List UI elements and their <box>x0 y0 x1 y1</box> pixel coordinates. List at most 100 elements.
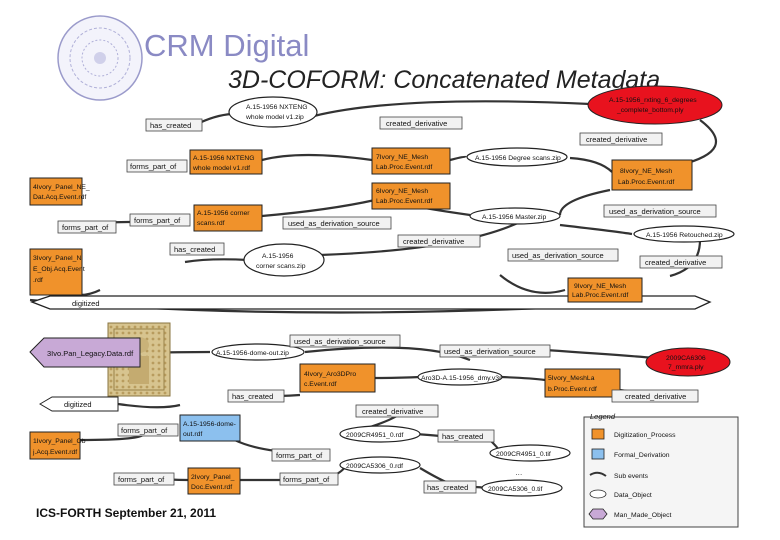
process-corner-rdf[interactable] <box>193 204 263 232</box>
edge-red-to-mesh8 <box>679 119 718 167</box>
edge-red-to-nxteng <box>313 100 591 118</box>
legend-item: Digitization_Process <box>614 432 676 439</box>
digitized-node-top[interactable]: digitized <box>30 295 712 310</box>
label-used-as-derivation-source: used_as_derivation_source <box>444 347 536 356</box>
process-dig4[interactable] <box>29 177 83 206</box>
corner-zip-line2: corner scans.zip <box>256 263 306 270</box>
label-forms-part-of: forms_part_of <box>130 162 177 171</box>
edge-mesh7-scans <box>449 155 467 162</box>
edge-master-retouched <box>559 223 633 236</box>
master-zip-label: A.15-1956 Master.zip <box>482 214 546 221</box>
process-meshlab[interactable] <box>544 368 621 398</box>
edge-label-box <box>145 118 203 132</box>
obj1-line1: 1Ivory_Panel_Ob <box>33 438 86 445</box>
edge-used-redmid <box>544 348 656 360</box>
process-mesh7[interactable] <box>371 147 451 175</box>
process-mesh8[interactable] <box>611 159 693 191</box>
page-title: CRM Digital <box>144 28 310 63</box>
edge-mesh9-up <box>499 274 566 294</box>
footer-text: ICS-FORTH September 21, 2011 <box>36 506 217 520</box>
label-used-as-derivation-source: used_as_derivation_source <box>294 337 386 346</box>
label-created-derivative: created_derivative <box>386 119 447 128</box>
c5306-tif-label: 2009CA5306_0.tif <box>488 486 543 493</box>
process-obj1[interactable] <box>29 431 81 460</box>
label-forms-part-of: forms_part_of <box>118 475 165 484</box>
data-c4951-tif[interactable] <box>489 444 571 462</box>
label-forms-part-of: forms_part_of <box>121 426 168 435</box>
data-corner-zip[interactable] <box>243 243 325 277</box>
mesh9-line1: 9Ivory_NE_Mesh <box>574 283 626 290</box>
dig2-line1: 2Ivory_Panel_ <box>191 474 235 481</box>
data-domeout-zip[interactable] <box>211 343 305 361</box>
digitized-node-legacy[interactable]: 3Ivo.Pan_Legacy.Data.rdf <box>29 337 141 368</box>
aro3d-oval-label: Aro3D-A.15-1956_dmy.v3r <box>421 375 502 382</box>
red-top-line1: A.15-1956_rxting_6_degrees <box>609 97 697 104</box>
label-created-derivative: created_derivative <box>362 407 423 416</box>
legacy-label: 3Ivo.Pan_Legacy.Data.rdf <box>47 349 134 358</box>
obj1-line2: j.Acq.Event.rdf <box>32 449 77 456</box>
mesh9-line2: Lab.Proc.Event.rdf <box>572 292 628 299</box>
data-aro3d-oval[interactable] <box>417 368 503 386</box>
retouched-label: A.15-1956 Retouched.zip <box>646 232 723 239</box>
label-created-derivative: created_derivative <box>625 392 686 401</box>
domeout-zip-label: A.15-1956-dome-out.zip <box>216 350 289 357</box>
ellipsis: … <box>394 451 402 460</box>
mesh7-line1: 7Ivory_NE_Mesh <box>376 154 428 161</box>
legend-title: Legend <box>590 412 616 421</box>
label-created-derivative: created_derivative <box>403 237 464 246</box>
process-mesh6[interactable] <box>371 182 451 210</box>
label-used-as-derivation-source: used_as_derivation_source <box>609 207 701 216</box>
edge-mesh7-nxteng <box>261 153 373 162</box>
edge-scans-mesh8 <box>569 156 613 173</box>
label-has-created: has_created <box>174 245 215 254</box>
process-mesh9[interactable] <box>567 277 643 303</box>
dig2-line2: Doc.Event.rdf <box>191 484 232 491</box>
data-master-zip[interactable] <box>469 207 561 225</box>
label-has-created: has_created <box>232 392 273 401</box>
c4951-tif-label: 2009CR4951_0.tif <box>496 451 551 458</box>
red-object-mid[interactable] <box>645 347 731 377</box>
domeout-rdf-line2: out.rdf <box>183 431 202 438</box>
data-c5306-tif[interactable] <box>481 479 563 497</box>
edge-hascreated-cornerzip <box>184 258 249 264</box>
process-domeout-rdf[interactable] <box>179 414 241 442</box>
corner-rdf-line1: A.15-1956 corner <box>197 210 250 217</box>
nxteng-zip-line1: A.15-1956 NXTENG <box>246 104 308 111</box>
label-forms-part-of: forms_part_of <box>62 223 109 232</box>
obj3-line2: E_Obj.Acq.Event <box>33 266 85 273</box>
obj3-line1: 3Ivory_Panel_N <box>33 255 81 262</box>
process-dig2[interactable] <box>187 467 241 495</box>
label-created-derivative: created_derivative <box>645 258 706 267</box>
data-retouched-zip[interactable] <box>633 225 735 243</box>
edge-oval-meshlab <box>499 375 546 382</box>
edge-mesh6-corner <box>261 198 376 218</box>
label-has-created: has_created <box>427 483 468 492</box>
aro3d-line1: 4Ivory_Aro3DPro <box>304 371 356 378</box>
process-aro3d[interactable] <box>299 363 376 393</box>
nxteng-rdf-line2: whole model v1.rdf <box>192 165 250 172</box>
dig4-line1: 4Ivory_Panel_NE_ <box>33 184 90 191</box>
label-has-created: has_created <box>150 121 191 130</box>
red-object-top[interactable] <box>587 85 723 125</box>
obj3-line3: .rdf <box>33 277 43 284</box>
aro3d-line2: c.Event.rdf <box>304 381 337 388</box>
legend-item: Sub events <box>614 473 649 480</box>
label-forms-part-of: forms_part_of <box>134 216 181 225</box>
data-c4951-rdf[interactable] <box>339 425 421 443</box>
domeout-rdf-line1: A.15-1956-dome- <box>183 421 236 428</box>
corner-rdf-line2: scans.rdf <box>197 220 225 227</box>
data-degree-scans[interactable] <box>466 147 568 167</box>
process-nxteng-rdf[interactable] <box>189 149 263 175</box>
meshlab-line2: b.Proc.Event.rdf <box>548 386 597 393</box>
edge-aro3d-oval <box>374 375 421 380</box>
digitized-node-mid[interactable]: digitized <box>39 396 119 412</box>
legend-item: Man_Made_Object <box>614 512 672 519</box>
ellipsis: … <box>515 468 523 477</box>
data-nxteng-zip[interactable] <box>228 96 318 128</box>
nxteng-rdf-line1: A.15-1956 NXTENG <box>193 155 255 162</box>
mesh8-line1: 8Ivory_NE_Mesh <box>620 168 672 175</box>
data-c5306-rdf[interactable] <box>339 456 421 474</box>
legend-item: Data_Object <box>614 492 652 499</box>
meshlab-line1: 5Ivory_MeshLa <box>548 375 595 382</box>
process-obj3[interactable] <box>29 248 83 296</box>
